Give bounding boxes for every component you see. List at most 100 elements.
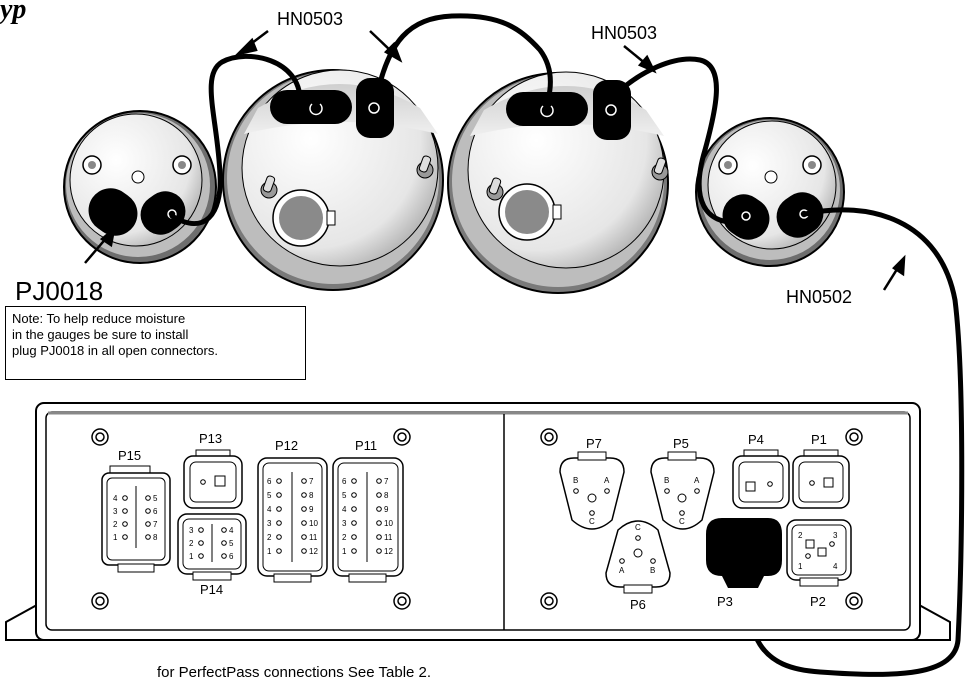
pin-label: A <box>604 476 610 485</box>
pin-label: 5 <box>229 539 234 548</box>
port-label-p15: P15 <box>118 448 141 463</box>
pin-label: 8 <box>384 491 389 500</box>
stud-right <box>651 157 669 181</box>
note-line-1: Note: To help reduce moisture <box>12 311 186 326</box>
pin-label: 6 <box>267 477 272 486</box>
pin-label: 5 <box>342 491 347 500</box>
cable-label-long: HN0502 <box>786 287 852 307</box>
connector-p3: P3 <box>706 518 782 609</box>
gauge-port-a <box>270 90 352 124</box>
port-label-p12: P12 <box>275 438 298 453</box>
cable-gauge1-to-gauge2 <box>169 53 303 226</box>
pin-label: 1 <box>113 533 118 542</box>
pin-label: B <box>650 566 655 575</box>
port-label-p5: P5 <box>673 436 689 451</box>
corner-title-fragment: yp <box>0 0 27 25</box>
pin-label: 6 <box>342 477 347 486</box>
connector-p2: 2 3 1 4 P2 <box>786 519 852 609</box>
plugged-port-pj0018 <box>88 188 138 236</box>
connector-p4: P4 <box>732 432 790 509</box>
pin-label: 12 <box>384 547 393 556</box>
large-gauge-1 <box>222 69 444 291</box>
cable-label-left: HN0503 <box>277 9 343 29</box>
cable-gauge2-to-gauge3 <box>373 13 553 103</box>
pin-label: 2 <box>267 533 272 542</box>
note-line-2: in the gauges be sure to install <box>12 327 189 342</box>
connector-p1: P1 <box>792 432 850 509</box>
connector-p5: P5 B A C <box>650 436 715 530</box>
connector-p14: 3 2 1 4 5 6 P14 <box>177 513 247 597</box>
pin-label: C <box>589 517 595 526</box>
pin-label: C <box>635 523 641 532</box>
callout-arrows <box>84 30 906 291</box>
pin-label: 4 <box>833 562 838 571</box>
pin-label: 10 <box>309 519 318 528</box>
pin-label: 4 <box>267 505 272 514</box>
cable-port-a <box>722 194 770 240</box>
port-label-p1: P1 <box>811 432 827 447</box>
pin-label: 7 <box>309 477 314 486</box>
pin-label: 2 <box>189 539 194 548</box>
moisture-note: Note: To help reduce moisture in the gau… <box>5 306 306 380</box>
stud-left <box>260 175 278 199</box>
connector-p11: P11 6 5 4 3 2 1 7 8 9 10 11 12 <box>332 438 404 583</box>
port-label-p11: P11 <box>355 438 377 453</box>
note-line-3: plug PJ0018 in all open connectors. <box>12 343 218 358</box>
cables <box>169 13 965 677</box>
pin-label: 12 <box>309 547 318 556</box>
pin-label: 6 <box>229 552 234 561</box>
pin-label: 3 <box>113 507 118 516</box>
port-label-p6: P6 <box>630 597 646 612</box>
pin-label: 2 <box>113 520 118 529</box>
pin-label: 1 <box>267 547 272 556</box>
pin-label: 8 <box>309 491 314 500</box>
pin-label: 3 <box>833 531 838 540</box>
pin-label: B <box>573 476 578 485</box>
pin-label: B <box>664 476 669 485</box>
pin-label: 8 <box>153 533 158 542</box>
pin-label: A <box>694 476 700 485</box>
gauge-port-b <box>356 78 394 138</box>
small-gauge-left <box>63 110 217 264</box>
pin-label: 5 <box>267 491 272 500</box>
connector-p6: C A B P6 <box>605 520 671 612</box>
port-label-p13: P13 <box>199 431 222 446</box>
pin-label: 4 <box>113 494 118 503</box>
port-label-p3: P3 <box>717 594 733 609</box>
pin-label: 3 <box>342 519 347 528</box>
port-label-p4: P4 <box>748 432 764 447</box>
pin-label: 7 <box>384 477 389 486</box>
connector-p12: P12 6 5 4 3 2 1 7 8 9 10 11 12 <box>257 438 328 583</box>
pin-label: 3 <box>267 519 272 528</box>
gauge-port-a <box>506 92 588 126</box>
cable-gauge3-to-gauge4 <box>609 56 743 225</box>
port-label-p2: P2 <box>810 594 826 609</box>
port-label-p14: P14 <box>200 582 223 597</box>
pin-label: 2 <box>798 531 803 540</box>
pin-label: 9 <box>309 505 314 514</box>
pin-label: 11 <box>309 533 318 542</box>
connector-p13: P13 <box>183 431 243 509</box>
pin-label: 6 <box>153 507 158 516</box>
connector-p7: P7 B A C <box>559 436 625 530</box>
gauge-port-b <box>593 80 631 140</box>
connector-p15: P15 4 3 2 1 5 6 7 8 <box>101 448 171 573</box>
pin-label: 1 <box>798 562 803 571</box>
cable-hn0502 <box>742 207 965 677</box>
stud-right <box>416 155 434 179</box>
cable-port <box>140 191 186 235</box>
pin-label: A <box>619 566 625 575</box>
pin-label: 9 <box>384 505 389 514</box>
pin-label: 4 <box>229 526 234 535</box>
pin-label: 11 <box>384 533 393 542</box>
small-gauge-right <box>695 117 845 267</box>
pin-label: 2 <box>342 533 347 542</box>
port-label-p7: P7 <box>586 436 602 451</box>
pin-label: 10 <box>384 519 393 528</box>
large-gauge-2 <box>447 71 669 294</box>
stud-left <box>486 177 504 201</box>
pin-label: 1 <box>189 552 194 561</box>
pin-label: 5 <box>153 494 158 503</box>
footer-caption: for PerfectPass connections See Table 2. <box>157 664 432 681</box>
